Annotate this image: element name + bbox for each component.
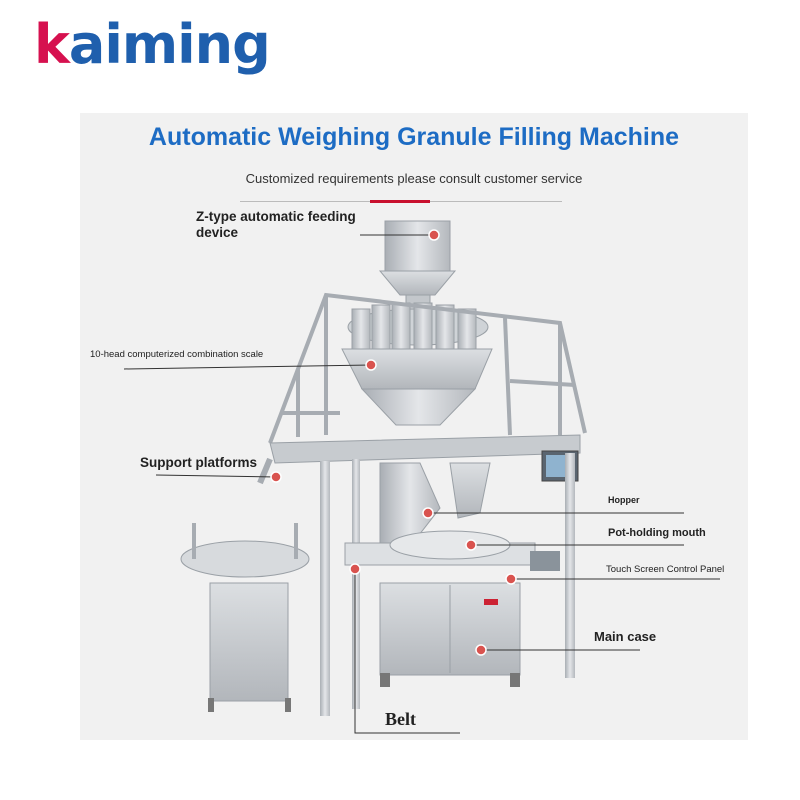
support-platform: [257, 434, 581, 716]
combination-scale: [341, 302, 493, 426]
rotary-table: [180, 523, 310, 712]
callout-pot-holding-mouth: Pot-holding mouth: [608, 527, 706, 539]
platform-railing: [268, 292, 587, 444]
kaiming-logo: kaiming: [34, 13, 271, 76]
discharge-hopper: [379, 462, 491, 554]
product-panel: Automatic Weighing Granule Filling Machi…: [80, 113, 748, 740]
callout-hopper: Hopper: [608, 495, 640, 505]
callout-touch-screen: Touch Screen Control Panel: [606, 564, 725, 575]
callout-support-platforms: Support platforms: [140, 455, 257, 470]
callout-belt: Belt: [385, 709, 416, 729]
main-cabinet: [379, 582, 521, 687]
product-subtitle: Customized requirements please consult c…: [245, 171, 583, 186]
product-title: Automatic Weighing Granule Filling Machi…: [148, 123, 680, 151]
subtitle-divider-accent: [370, 200, 430, 203]
callout-feeding-device: Z-type automatic feeding device: [196, 209, 356, 240]
callout-main-case: Main case: [594, 629, 657, 644]
callout-dots: [270, 229, 517, 656]
machine-illustration: [123, 220, 720, 734]
callout-combination-scale: 10-head computerized combination scale: [90, 349, 264, 360]
filling-conveyor: [344, 530, 560, 571]
callout-markers: [123, 234, 720, 734]
